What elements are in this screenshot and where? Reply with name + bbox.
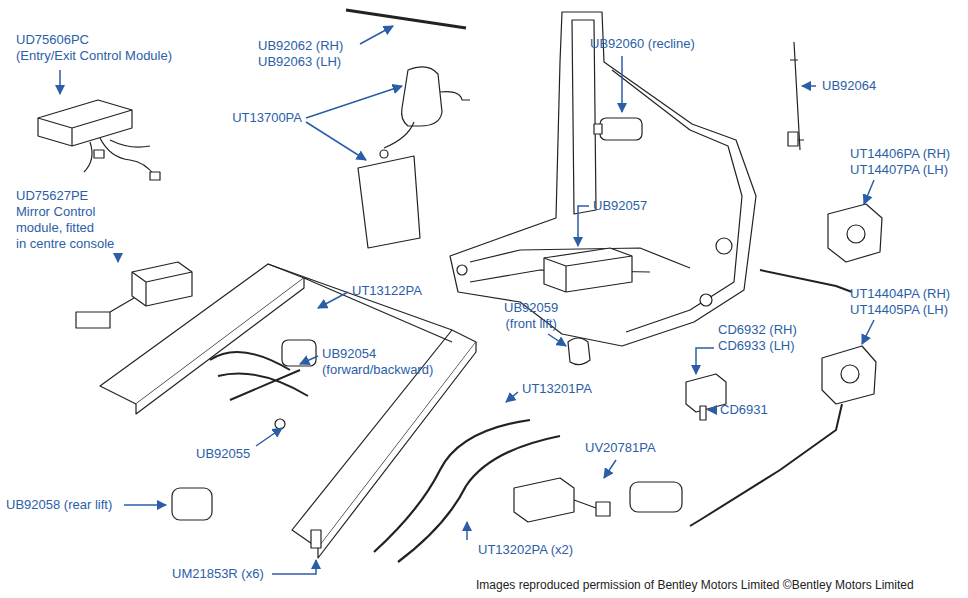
part-label: UB92055	[196, 446, 250, 462]
part-label: UB92054 (forward/backward)	[322, 346, 433, 378]
part-label: UB92064	[822, 78, 876, 94]
part-label: UB92057	[593, 198, 647, 214]
part-label: UT14406PA (RH) UT14407PA (LH)	[850, 146, 950, 178]
part-label: UT14404PA (RH) UT14405PA (LH)	[850, 286, 950, 318]
part-label: CD6931	[720, 402, 768, 418]
part-label: UD75606PC (Entry/Exit Control Module)	[16, 32, 172, 64]
part-label: UM21853R (x6)	[172, 566, 264, 582]
part-label: UT13202PA (x2)	[478, 542, 573, 558]
part-label: UV20781PA	[585, 440, 656, 456]
part-label: UD75627PE Mirror Control module, fitted …	[16, 188, 114, 252]
part-label: UT13201PA	[522, 381, 592, 397]
part-label: UB92062 (RH) UB92063 (LH)	[258, 38, 343, 70]
part-label: UT13122PA	[352, 283, 422, 299]
part-label: UB92060 (recline)	[590, 36, 695, 52]
part-label: CD6932 (RH) CD6933 (LH)	[718, 322, 797, 354]
part-label: UT13700PA	[232, 110, 302, 126]
copyright-caption: Images reproduced permission of Bentley …	[476, 578, 914, 592]
part-label: UB92059 (front lift)	[504, 300, 558, 332]
part-label: UB92058 (rear lift)	[6, 497, 112, 513]
